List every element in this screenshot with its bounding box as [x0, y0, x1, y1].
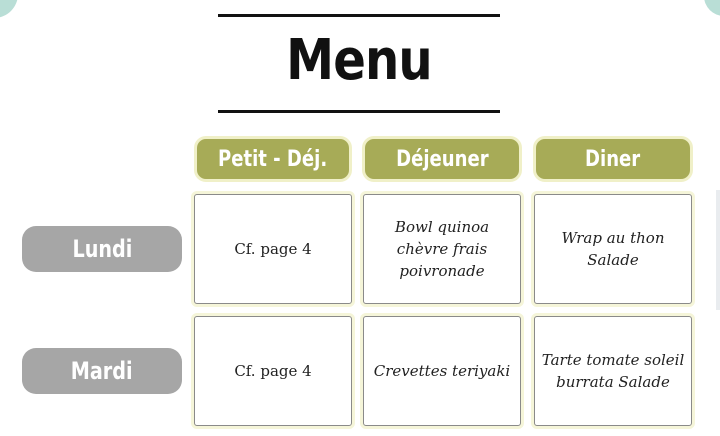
meal-cell: Cf. page 4: [194, 316, 352, 426]
meal-cell: Cf. page 4: [194, 194, 352, 304]
corner-decoration: [704, 0, 720, 16]
title-rule-bottom: [218, 110, 500, 113]
corner-decoration: [0, 0, 18, 18]
column-header-dinner: Diner: [533, 136, 693, 182]
meal-cell: Crevettes teriyaki: [363, 316, 521, 426]
title-rule-top: [218, 14, 500, 17]
row-label-monday: Lundi: [22, 226, 182, 272]
meal-cell: Wrap au thon Salade: [534, 194, 692, 304]
column-header-lunch: Déjeuner: [362, 136, 522, 182]
meal-cell: Tarte tomate soleil burrata Salade: [534, 316, 692, 426]
page-edge: [716, 190, 720, 310]
page-title: Menu: [286, 28, 433, 93]
meal-cell: Bowl quinoa chèvre frais poivronade: [363, 194, 521, 304]
row-label-tuesday: Mardi: [22, 348, 182, 394]
column-header-breakfast: Petit - Déj.: [194, 136, 352, 182]
